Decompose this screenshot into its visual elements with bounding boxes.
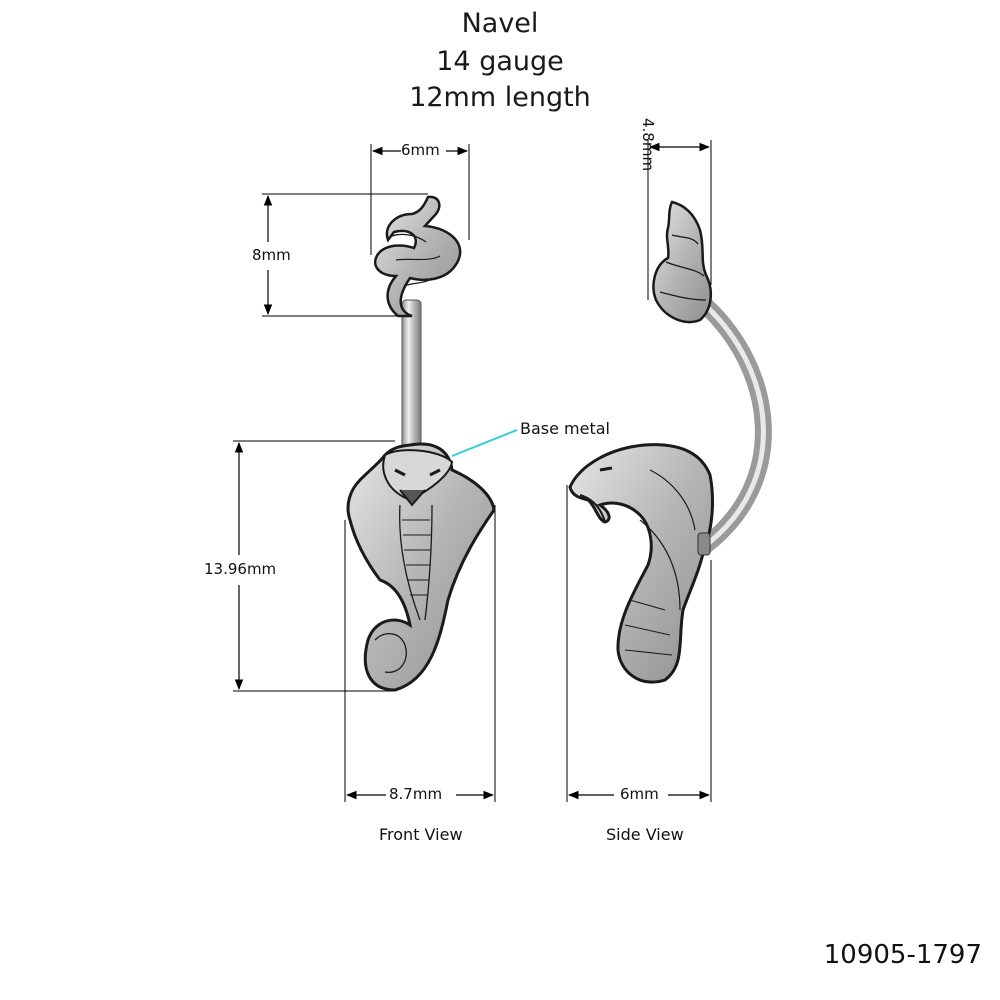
front-bottom-width-label: 8.7mm — [389, 785, 443, 803]
front-top-width-label: 6mm — [401, 141, 440, 159]
side-top-width-label: 4.8mm — [639, 118, 657, 172]
front-top-height-label: 8mm — [252, 246, 291, 264]
callout-line — [451, 429, 518, 457]
front-dimension-lines — [234, 146, 495, 800]
side-cobra — [568, 443, 714, 684]
front-cobra — [346, 442, 496, 692]
front-top-snake — [373, 195, 462, 318]
side-view-label: Side View — [606, 825, 684, 844]
front-barbell — [401, 299, 422, 451]
side-top-snake — [652, 200, 713, 324]
side-barbell-collar — [697, 532, 711, 556]
title-line-2: 14 gauge — [436, 46, 564, 77]
callout-label: Base metal — [520, 419, 610, 438]
title-line-3: 12mm length — [409, 82, 591, 113]
side-bottom-width-label: 6mm — [620, 785, 659, 803]
side-dimension-lines — [567, 142, 711, 800]
part-number: 10905-1797 — [823, 940, 982, 970]
front-extension-lines — [233, 144, 496, 802]
front-view-label: Front View — [379, 825, 463, 844]
front-bottom-height-label: 13.96mm — [204, 560, 277, 578]
title-line-1: Navel — [461, 8, 539, 39]
side-extension-lines — [566, 140, 712, 802]
